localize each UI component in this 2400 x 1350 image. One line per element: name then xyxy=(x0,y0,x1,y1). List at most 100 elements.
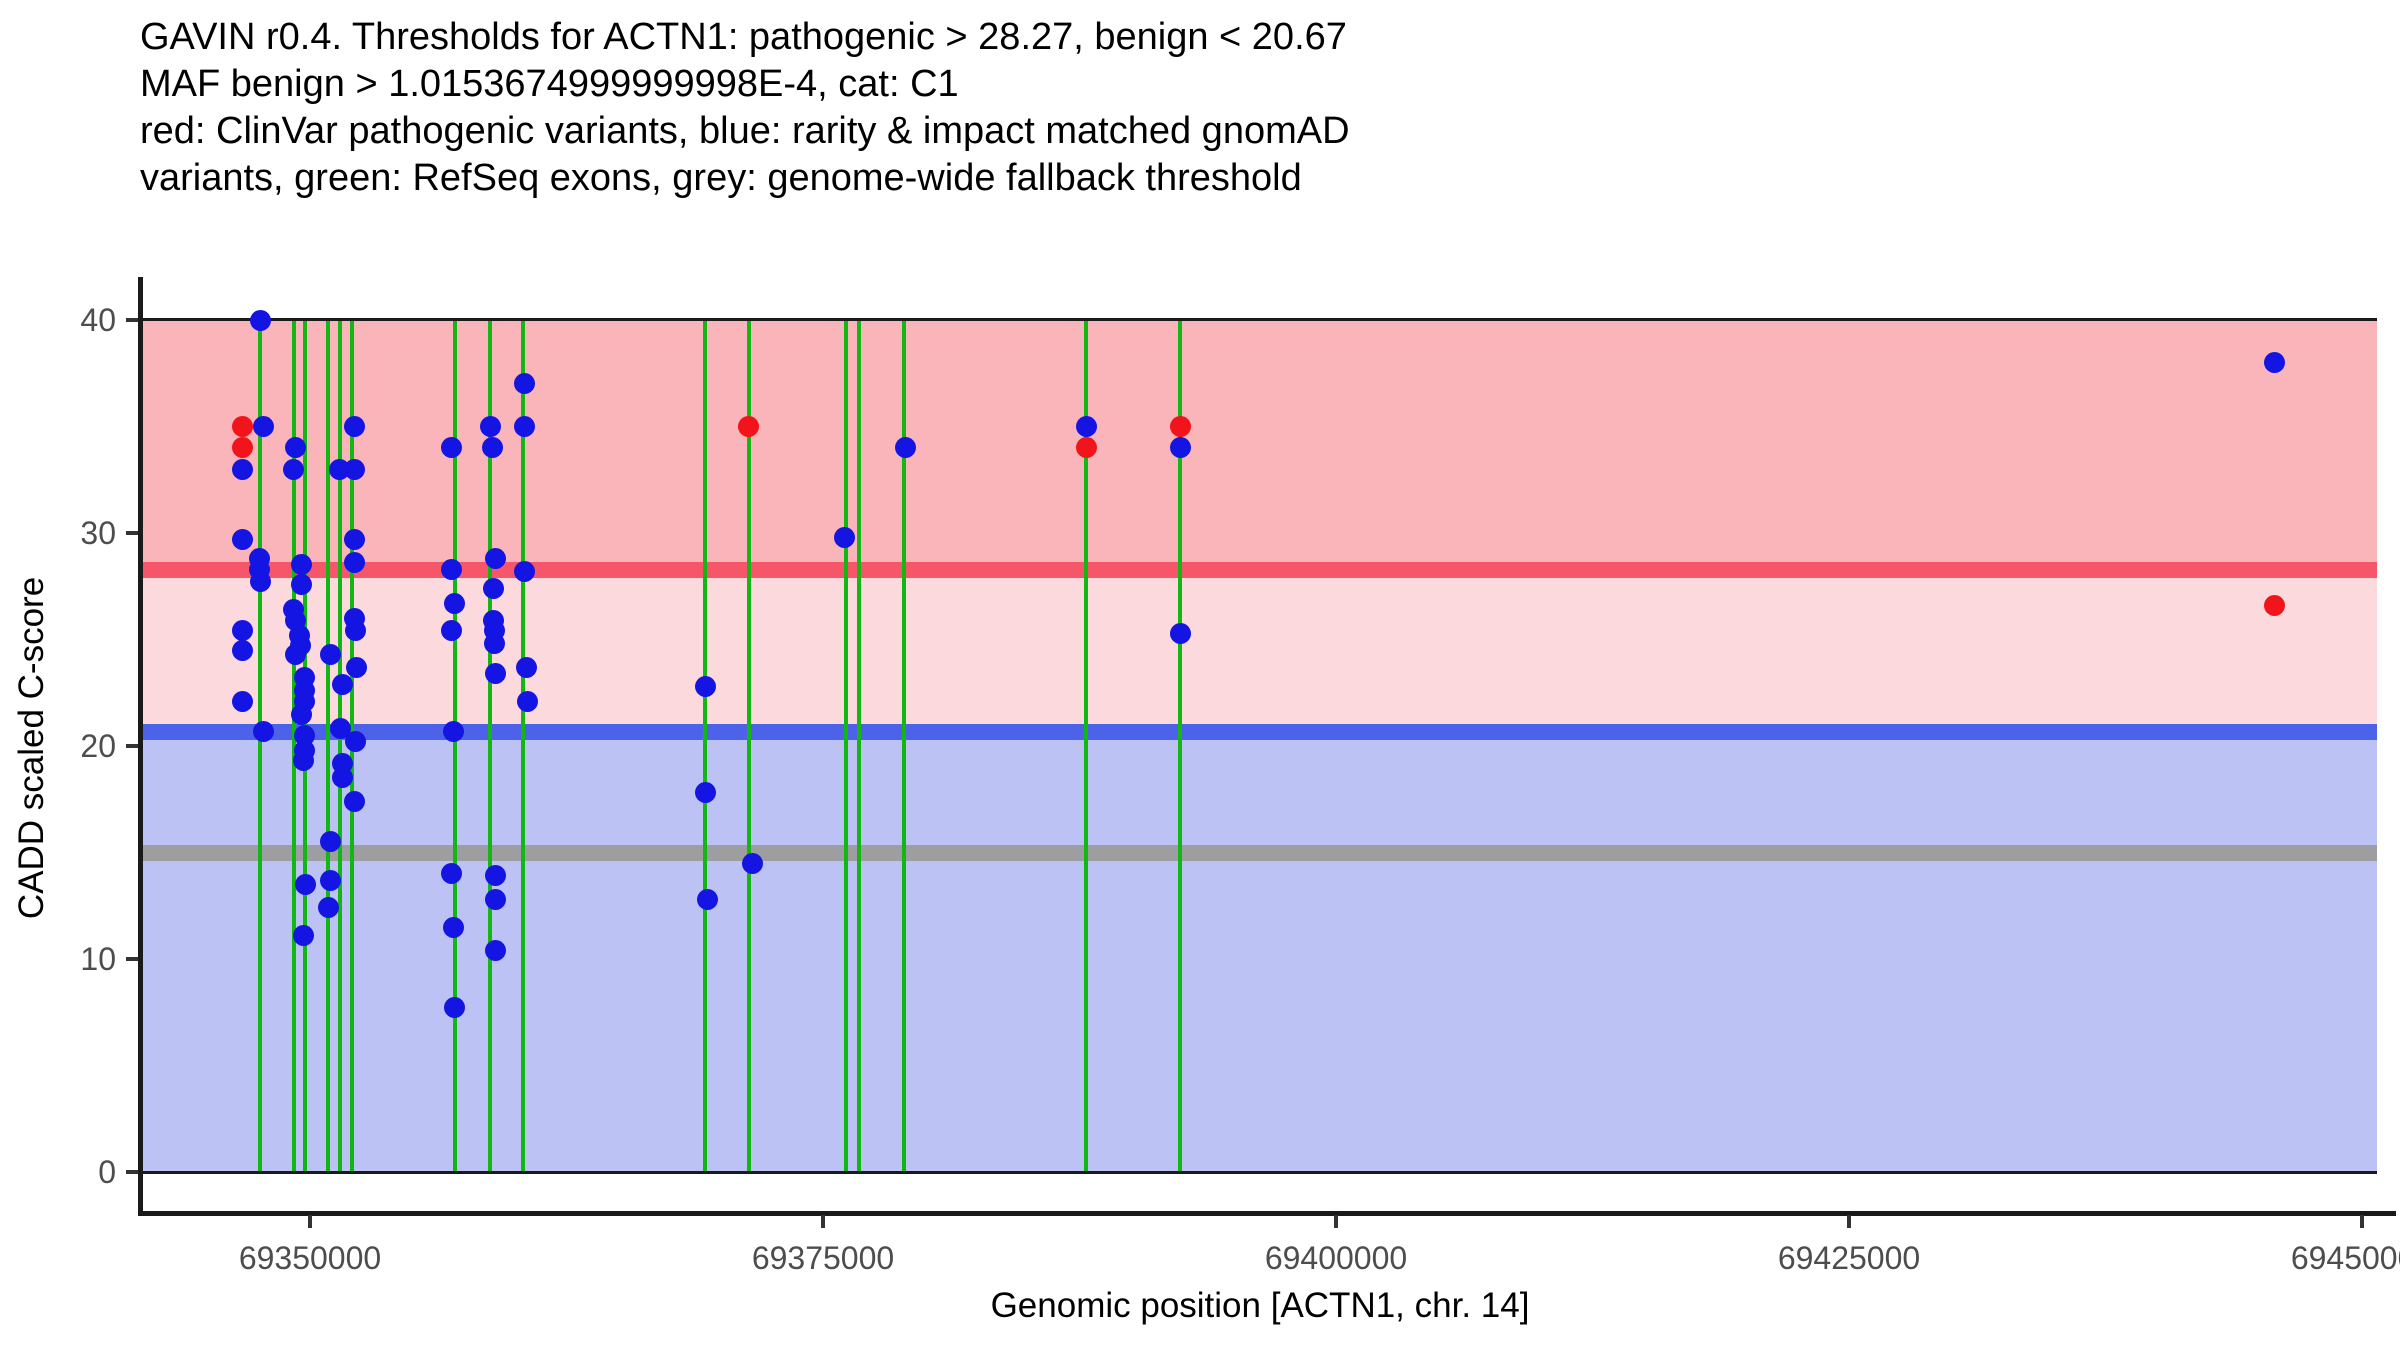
refseq-exon-line xyxy=(902,320,907,1172)
x-tick-mark xyxy=(821,1215,825,1228)
y-tick-mark xyxy=(126,318,138,322)
x-tick-label: 69400000 xyxy=(1264,1240,1408,1276)
clinvar-pathogenic-point xyxy=(231,416,253,437)
gnomad-matched-point xyxy=(319,831,341,853)
pathogenic-region xyxy=(143,320,2377,570)
x-tick-label: 69375000 xyxy=(751,1240,895,1276)
gnomad-matched-point xyxy=(345,620,367,642)
refseq-exon-line xyxy=(703,320,707,1172)
gnomad-matched-point xyxy=(291,573,313,595)
x-axis-line xyxy=(138,1211,2396,1216)
gnomad-matched-point xyxy=(485,548,507,570)
benign-threshold-line xyxy=(143,723,2377,740)
refseq-exon-line xyxy=(453,320,458,1172)
gnomad-matched-point xyxy=(513,373,535,395)
gnomad-matched-point xyxy=(443,997,465,1019)
gnomad-matched-point xyxy=(284,437,306,459)
gnomad-matched-point xyxy=(252,720,274,742)
y-tick-mark xyxy=(126,744,138,748)
y-tick-label: 20 xyxy=(80,728,116,764)
y-tick-label: 0 xyxy=(98,1154,116,1190)
plot-title-line-4: variants, green: RefSeq exons, grey: gen… xyxy=(140,157,1302,199)
intermediate-region xyxy=(143,569,2377,732)
gnomad-matched-point xyxy=(319,643,341,665)
gnomad-matched-point xyxy=(441,620,463,642)
gnomad-matched-point xyxy=(292,925,314,947)
x-tick-label: 69350000 xyxy=(238,1240,382,1276)
gnomad-matched-point xyxy=(441,437,463,459)
gnomad-matched-point xyxy=(442,720,464,742)
y-tick-mark xyxy=(126,531,138,535)
x-tick-mark xyxy=(1847,1215,1851,1228)
y-tick-label: 30 xyxy=(80,515,116,551)
refseq-exon-line xyxy=(337,320,342,1172)
gnomad-matched-point xyxy=(516,690,538,712)
refseq-exon-line xyxy=(257,320,262,1172)
gnomad-matched-point xyxy=(480,416,502,437)
y-tick-mark xyxy=(126,957,138,961)
gnomad-matched-point xyxy=(481,437,503,459)
gnomad-matched-point xyxy=(2264,352,2286,374)
plot-top-border xyxy=(143,318,2377,321)
refseq-exon-line xyxy=(1178,320,1183,1172)
refseq-exon-line xyxy=(746,320,751,1172)
refseq-exon-line xyxy=(843,320,848,1172)
plot-title-line-3: red: ClinVar pathogenic variants, blue: … xyxy=(140,110,1350,152)
gnomad-matched-point xyxy=(231,528,253,550)
gnomad-matched-point xyxy=(1169,437,1191,459)
gnomad-matched-point xyxy=(441,863,463,885)
clinvar-pathogenic-point xyxy=(1169,416,1191,437)
gnomad-matched-point xyxy=(485,888,507,910)
gnomad-matched-point xyxy=(484,939,506,961)
gnomad-matched-point xyxy=(291,554,313,576)
y-tick-mark xyxy=(126,1170,138,1174)
gnomad-matched-point xyxy=(345,731,367,753)
y-axis-title: CADD scaled C-score xyxy=(12,576,51,920)
gnomad-matched-point xyxy=(317,897,339,919)
x-tick-mark xyxy=(1334,1215,1338,1228)
clinvar-pathogenic-point xyxy=(1075,437,1097,459)
gnomad-matched-point xyxy=(250,309,272,331)
gnomad-matched-point xyxy=(694,782,716,804)
gnomad-matched-point xyxy=(344,528,366,550)
gnomad-matched-point xyxy=(441,558,463,580)
x-tick-label: 69425000 xyxy=(1777,1240,1921,1276)
gnomad-matched-point xyxy=(443,592,465,614)
refseq-exon-line xyxy=(856,320,861,1172)
gnomad-matched-point xyxy=(694,675,716,697)
refseq-exon-line xyxy=(487,320,492,1172)
refseq-exon-line xyxy=(1084,320,1089,1172)
y-tick-label: 10 xyxy=(80,941,116,977)
x-tick-mark xyxy=(2360,1215,2364,1228)
gnomad-matched-point xyxy=(484,663,506,685)
gnomad-matched-point xyxy=(344,552,366,574)
benign-region xyxy=(143,731,2377,1172)
gnomad-matched-point xyxy=(232,639,254,661)
gnomad-matched-point xyxy=(696,888,718,910)
gnomad-matched-point xyxy=(442,916,464,938)
fallback-threshold-line xyxy=(143,844,2377,861)
plot-title-line-2: MAF benign > 1.0153674999999998E-4, cat:… xyxy=(140,63,959,105)
gnomad-matched-point xyxy=(344,458,366,480)
refseq-exon-line xyxy=(520,320,525,1172)
gnomad-matched-point xyxy=(513,416,535,437)
plot-zero-line xyxy=(143,1171,2377,1174)
gnomad-matched-point xyxy=(483,633,505,655)
gnomad-matched-point xyxy=(331,767,353,789)
gnomad-matched-point xyxy=(284,643,306,665)
gnomad-matched-point xyxy=(231,458,253,480)
gnomad-matched-point xyxy=(283,458,305,480)
y-axis-line xyxy=(138,277,143,1215)
x-tick-mark xyxy=(308,1215,312,1228)
pathogenic-threshold-line xyxy=(143,561,2377,578)
clinvar-pathogenic-point xyxy=(2264,594,2286,616)
plot-title: GAVIN r0.4. Thresholds for ACTN1: pathog… xyxy=(140,14,1350,202)
gnomad-matched-point xyxy=(484,865,506,887)
gnomad-matched-point xyxy=(291,703,313,725)
gnomad-matched-point xyxy=(295,873,317,895)
gnomad-matched-point xyxy=(482,577,504,599)
plot-title-line-1: GAVIN r0.4. Thresholds for ACTN1: pathog… xyxy=(140,16,1347,58)
gnomad-matched-point xyxy=(232,690,254,712)
